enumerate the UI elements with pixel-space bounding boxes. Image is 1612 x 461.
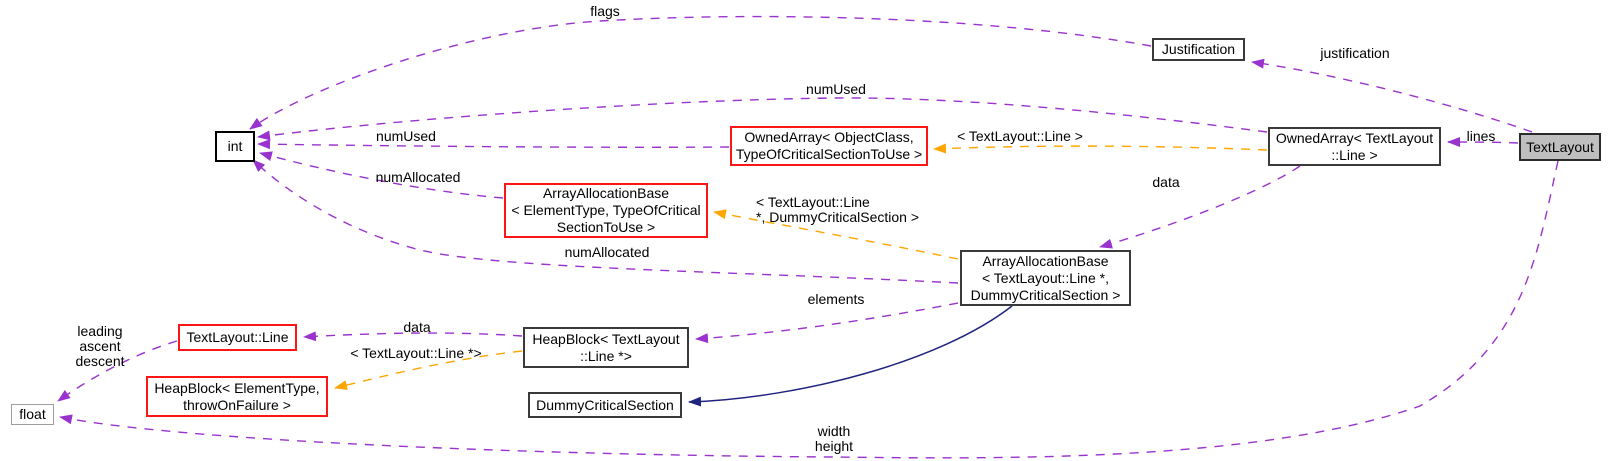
node-heapblock-line[interactable]: HeapBlock< TextLayout ::Line *> — [523, 327, 689, 368]
edge-label-numallocated-left: numAllocated — [375, 169, 461, 185]
edge-label-lines: lines — [1466, 128, 1496, 144]
node-arrayallocationbase-line[interactable]: ArrayAllocationBase < TextLayout::Line *… — [960, 250, 1131, 306]
edge-label-numused-top: numUsed — [806, 81, 866, 97]
node-float: float — [11, 404, 54, 425]
edge-label-template-line-ptr: < TextLayout::Line *> — [350, 345, 482, 361]
edge-label-data-right: data — [1152, 174, 1180, 190]
edge-template-line — [933, 143, 1268, 154]
edge-lines — [1447, 137, 1519, 148]
edge-label-numused-left: numUsed — [376, 128, 436, 144]
edge-justification — [1251, 58, 1533, 133]
node-dummycriticalsection[interactable]: DummyCriticalSection — [528, 392, 682, 418]
edge-inheritance-dummycriticalsection — [688, 305, 1013, 407]
edge-template-line-ptr — [334, 350, 523, 390]
edge-flags — [249, 15, 1152, 130]
edge-data-left — [303, 331, 523, 342]
edge-label-justification: justification — [1320, 45, 1390, 61]
node-ownedarray-objectclass[interactable]: OwnedArray< ObjectClass, TypeOfCriticalS… — [730, 126, 928, 166]
node-heapblock-generic[interactable]: HeapBlock< ElementType, throwOnFailure > — [146, 376, 328, 417]
edge-label-numallocated-mid: numAllocated — [564, 244, 650, 260]
node-textlayout: TextLayout — [1519, 133, 1601, 161]
edge-label-width-height: width height — [814, 423, 854, 454]
edge-numused-top — [257, 97, 1268, 141]
edge-label-leading-ascent-descent: leading ascent descent — [75, 323, 125, 369]
edge-elements — [695, 302, 959, 344]
edge-label-data-left: data — [403, 319, 431, 335]
edge-numallocated-left — [259, 151, 504, 199]
edge-numallocated-mid — [252, 159, 959, 284]
edge-label-elements: elements — [807, 291, 865, 307]
edge-label-flags: flags — [590, 3, 620, 19]
node-ownedarray-textlayout-line[interactable]: OwnedArray< TextLayout ::Line > — [1268, 127, 1441, 166]
edge-leading-ascent-descent — [57, 340, 178, 402]
edge-data-right — [1099, 165, 1301, 249]
node-justification[interactable]: Justification — [1152, 38, 1245, 61]
edge-label-template-line: < TextLayout::Line > — [957, 128, 1083, 144]
edge-template-line-dummy — [713, 209, 959, 260]
edge-label-template-line-dummy: < TextLayout::Line *, DummyCriticalSecti… — [756, 194, 919, 225]
node-int: int — [215, 131, 255, 162]
node-textlayout-line[interactable]: TextLayout::Line — [178, 324, 297, 351]
edge-numused-left — [257, 139, 730, 150]
node-arrayallocationbase-generic[interactable]: ArrayAllocationBase < ElementType, TypeO… — [504, 183, 708, 238]
